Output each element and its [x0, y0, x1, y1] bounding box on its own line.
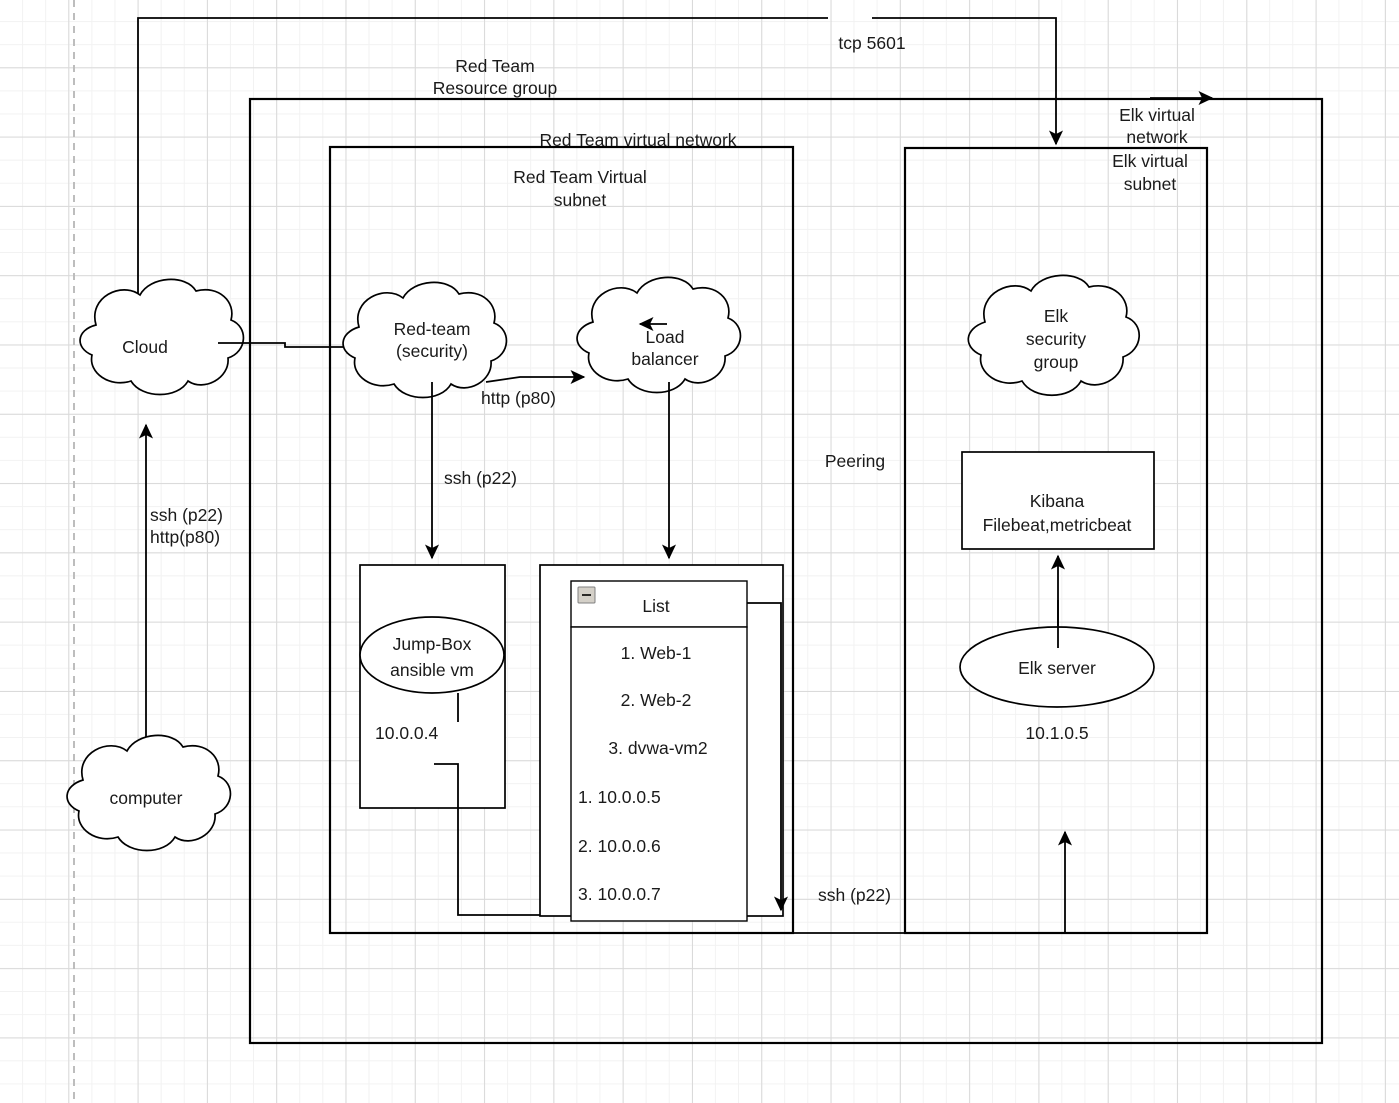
node-elk-security-group: Elk security group [967, 274, 1140, 397]
label-elk-security-group-line2: security [1026, 329, 1087, 349]
label-kibana-line1: Kibana [1030, 491, 1085, 511]
list-item-vm-ip: 3. 10.0.0.7 [578, 884, 661, 904]
label-cloud: Cloud [122, 337, 168, 357]
label-elk-subnet-line1: Elk virtual [1112, 151, 1188, 171]
connector-tcp5601-into-elk-subnet [872, 17, 1064, 146]
label-red-team-subnet-line2: subnet [554, 190, 607, 210]
label-ssh-http-line2: http(p80) [150, 527, 220, 547]
node-elk-server [959, 626, 1155, 708]
connector-web-vms-down-to-ssh [747, 602, 789, 912]
label-list-header: List [642, 596, 669, 616]
label-resource-group-line1: Red Team [455, 56, 534, 76]
label-kibana-line2: Filebeat,metricbeat [983, 515, 1132, 535]
label-computer: computer [110, 788, 183, 808]
label-peering: Peering [825, 451, 885, 471]
node-red-team-security-group: Red-team (security) [342, 281, 508, 399]
label-jump-box-line2: ansible vm [390, 660, 474, 680]
label-elk-security-group-line1: Elk [1044, 306, 1069, 326]
label-jump-box-line1: Jump-Box [393, 634, 472, 654]
list-item-vm-ip: 2. 10.0.0.6 [578, 836, 661, 856]
label-elk-server: Elk server [1018, 658, 1096, 678]
node-load-balancer: Load balancer [576, 276, 742, 394]
label-http-p80: http (p80) [481, 388, 556, 408]
node-cloud: Cloud [79, 278, 245, 396]
label-elk-security-group-line3: group [1034, 352, 1079, 372]
container-red-team-resource-group [248, 97, 1324, 1045]
label-elk-subnet-line2: subnet [1124, 174, 1177, 194]
label-red-team-subnet-line1: Red Team Virtual [513, 167, 647, 187]
list-item-vm-name: 1. Web-1 [621, 643, 692, 663]
label-load-balancer-line2: balancer [631, 349, 698, 369]
list-panel-header [570, 580, 748, 628]
label-resource-group-line2: Resource group [433, 78, 558, 98]
label-ssh-http-line1: ssh (p22) [150, 505, 223, 525]
connector-security-to-load-balancer [485, 369, 586, 385]
label-elk-vnet-line1: Elk virtual [1119, 105, 1195, 125]
list-item-vm-ip: 1. 10.0.0.5 [578, 787, 661, 807]
connector-cloud-to-red-team-security [218, 339, 362, 355]
list-panel-body [570, 626, 748, 922]
label-tcp-5601: tcp 5601 [838, 33, 905, 53]
container-red-team-virtual-network [328, 145, 795, 935]
label-jump-box-ip: 10.0.0.4 [375, 723, 439, 743]
connector-elk-to-cloud-tcp5601-left [137, 17, 828, 350]
label-red-team-security-line2: (security) [396, 341, 468, 361]
node-computer: computer [66, 734, 232, 852]
label-ssh-p22-jump-box: ssh (p22) [444, 468, 517, 488]
minus-square-icon[interactable] [577, 586, 596, 604]
list-item-vm-name: 2. Web-2 [621, 690, 692, 710]
label-elk-vnet-line2: network [1126, 127, 1188, 147]
label-red-team-vnet: Red Team virtual network [539, 130, 736, 150]
list-item-vm-name: 3. dvwa-vm2 [608, 738, 707, 758]
label-load-balancer-line1: Load [646, 327, 685, 347]
label-red-team-security-line1: Red-team [394, 319, 471, 339]
node-jump-box-ansible-vm [359, 616, 505, 694]
box-kibana-filebeat-metricbeat [961, 451, 1155, 550]
connector-vnet-bottom-to-elk [793, 915, 1066, 934]
label-ssh-p22-elk: ssh (p22) [818, 885, 891, 905]
label-elk-server-ip: 10.1.0.5 [1025, 723, 1088, 743]
